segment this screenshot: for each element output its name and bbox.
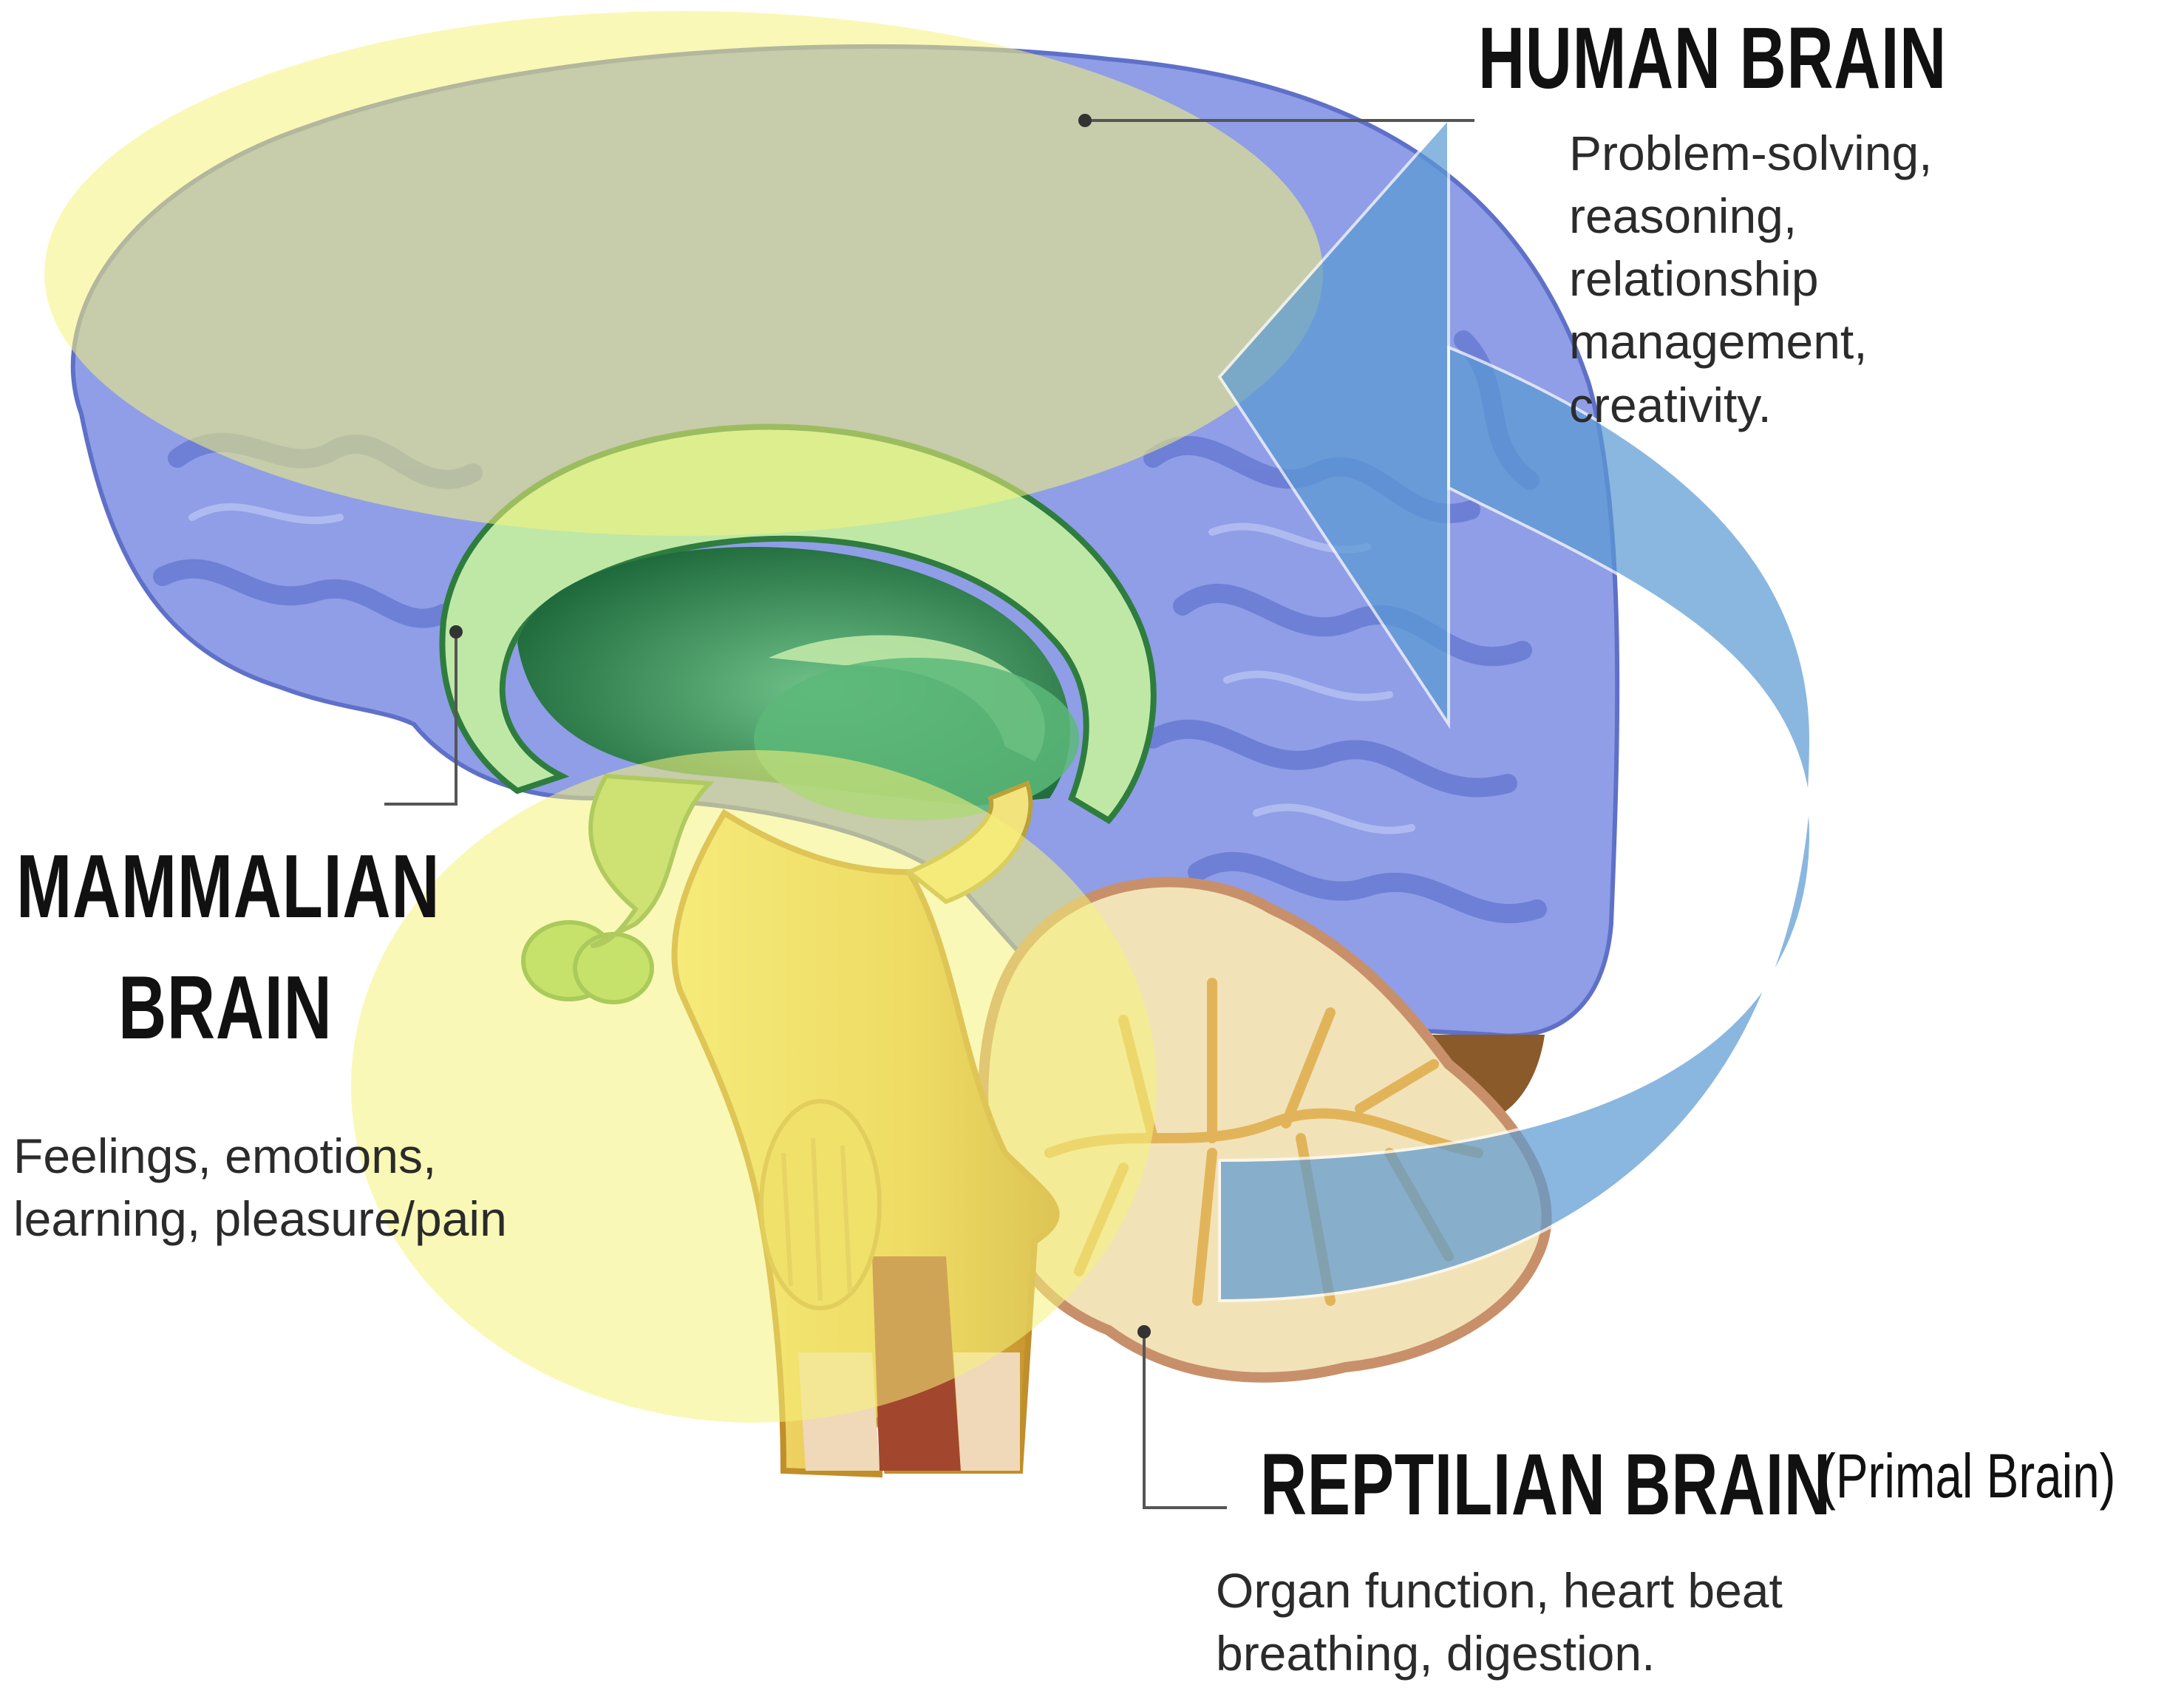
reptilian-line-1: Organ function, heart beat	[1216, 1559, 1783, 1622]
human-line-2: reasoning,	[1569, 185, 1933, 248]
mammalian-brain-highlight	[351, 750, 1157, 1423]
reptilian-brain-note: (Primal Brain)	[1820, 1445, 2115, 1507]
mammalian-brain-title-line2: BRAIN	[118, 962, 333, 1052]
mammalian-leader-dot	[449, 625, 463, 639]
reptilian-brain-description: Organ function, heart beat breathing, di…	[1216, 1559, 1783, 1685]
human-line-1: Problem-solving,	[1569, 122, 1933, 185]
reptilian-brain-title: REPTILIAN BRAIN	[1260, 1441, 1831, 1528]
human-line-5: creativity.	[1569, 374, 1933, 437]
human-leader-dot	[1078, 114, 1092, 127]
human-line-4: management,	[1569, 310, 1933, 373]
human-brain-highlight	[44, 11, 1323, 536]
human-line-3: relationship	[1569, 248, 1933, 310]
mammalian-brain-description: Feelings, emotions, learning, pleasure/p…	[13, 1125, 507, 1250]
mammalian-brain-title-line1: MAMMALIAN	[16, 841, 440, 931]
reptilian-line-2: breathing, digestion.	[1216, 1622, 1783, 1685]
mammalian-line-2: learning, pleasure/pain	[13, 1188, 507, 1250]
human-brain-description: Problem-solving, reasoning, relationship…	[1569, 122, 1933, 437]
human-brain-title: HUMAN BRAIN	[1478, 15, 1947, 102]
mammalian-line-1: Feelings, emotions,	[13, 1125, 507, 1188]
reptilian-leader-dot	[1137, 1325, 1151, 1338]
